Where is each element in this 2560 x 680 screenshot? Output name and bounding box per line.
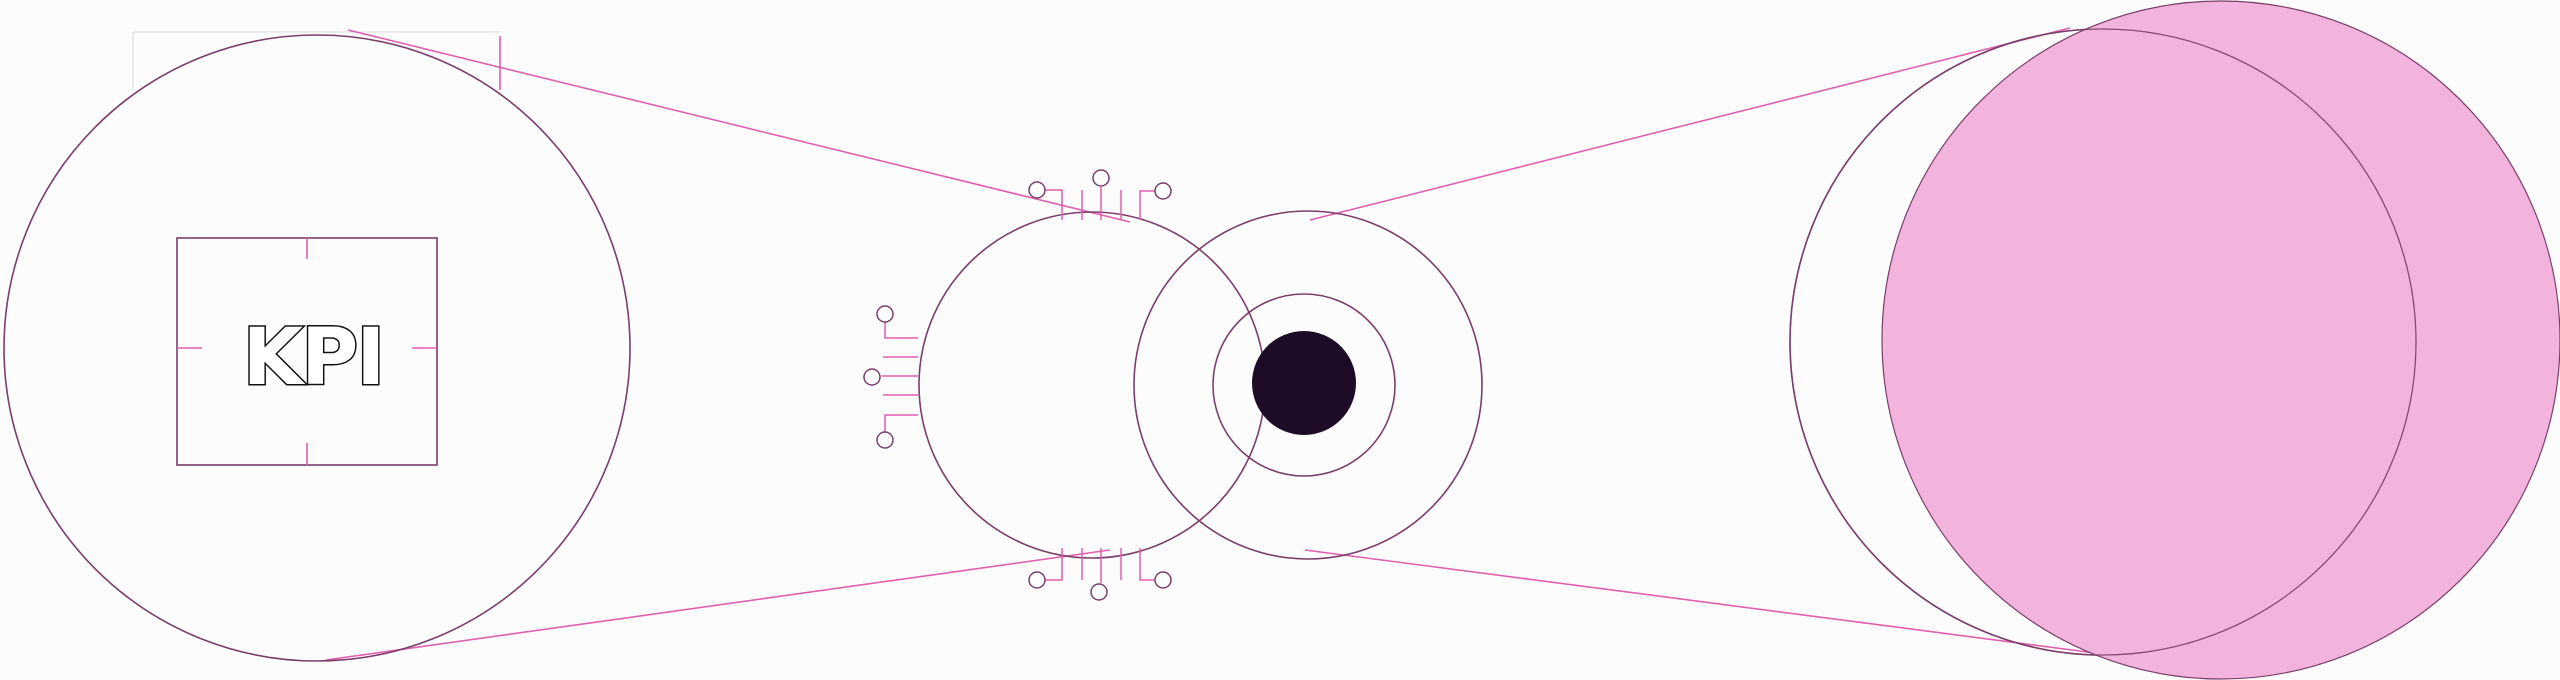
right-focus: [1789, 0, 2560, 680]
connector-bottom-left: [325, 549, 1111, 661]
target-middle-circle: [1212, 293, 1396, 477]
kpi-magnifier-circle: [3, 34, 631, 662]
connector-lines: [325, 27, 2096, 661]
chip-node: [863, 169, 1266, 601]
right-filled-circle: [1881, 0, 2560, 680]
chip-pin-heads-left: [863, 305, 894, 449]
kpi-box-ticks: [177, 238, 437, 465]
target-node: [1133, 210, 1483, 560]
kpi-label: KPI: [243, 313, 384, 403]
pin-head-top-5: [1154, 182, 1172, 200]
pin-head-left-3: [863, 368, 881, 386]
target-core-dot: [1252, 331, 1356, 435]
chip-pins-bottom: [1037, 548, 1163, 583]
connector-top-right: [1309, 27, 2071, 221]
chip-pin-heads-top: [1028, 169, 1172, 200]
pin-head-top-1: [1028, 181, 1046, 199]
pin-head-top-3: [1092, 169, 1110, 187]
chip-pins-left: [882, 314, 918, 440]
target-outer-circle: [1133, 210, 1483, 560]
pin-head-bottom-5: [1154, 571, 1172, 589]
chip-pin-heads-bottom: [1028, 571, 1172, 601]
connector-top-left: [347, 29, 1131, 223]
right-outline-overlay: [1789, 28, 2417, 656]
pin-head-left-1: [876, 305, 894, 323]
pin-head-bottom-1: [1028, 571, 1046, 589]
guide-lines: [132, 31, 500, 90]
connector-bottom-right: [1304, 549, 2096, 654]
pin-head-bottom-3: [1090, 583, 1108, 601]
kpi-magnifier: KPI: [3, 34, 631, 662]
pin-head-left-5: [876, 431, 894, 449]
